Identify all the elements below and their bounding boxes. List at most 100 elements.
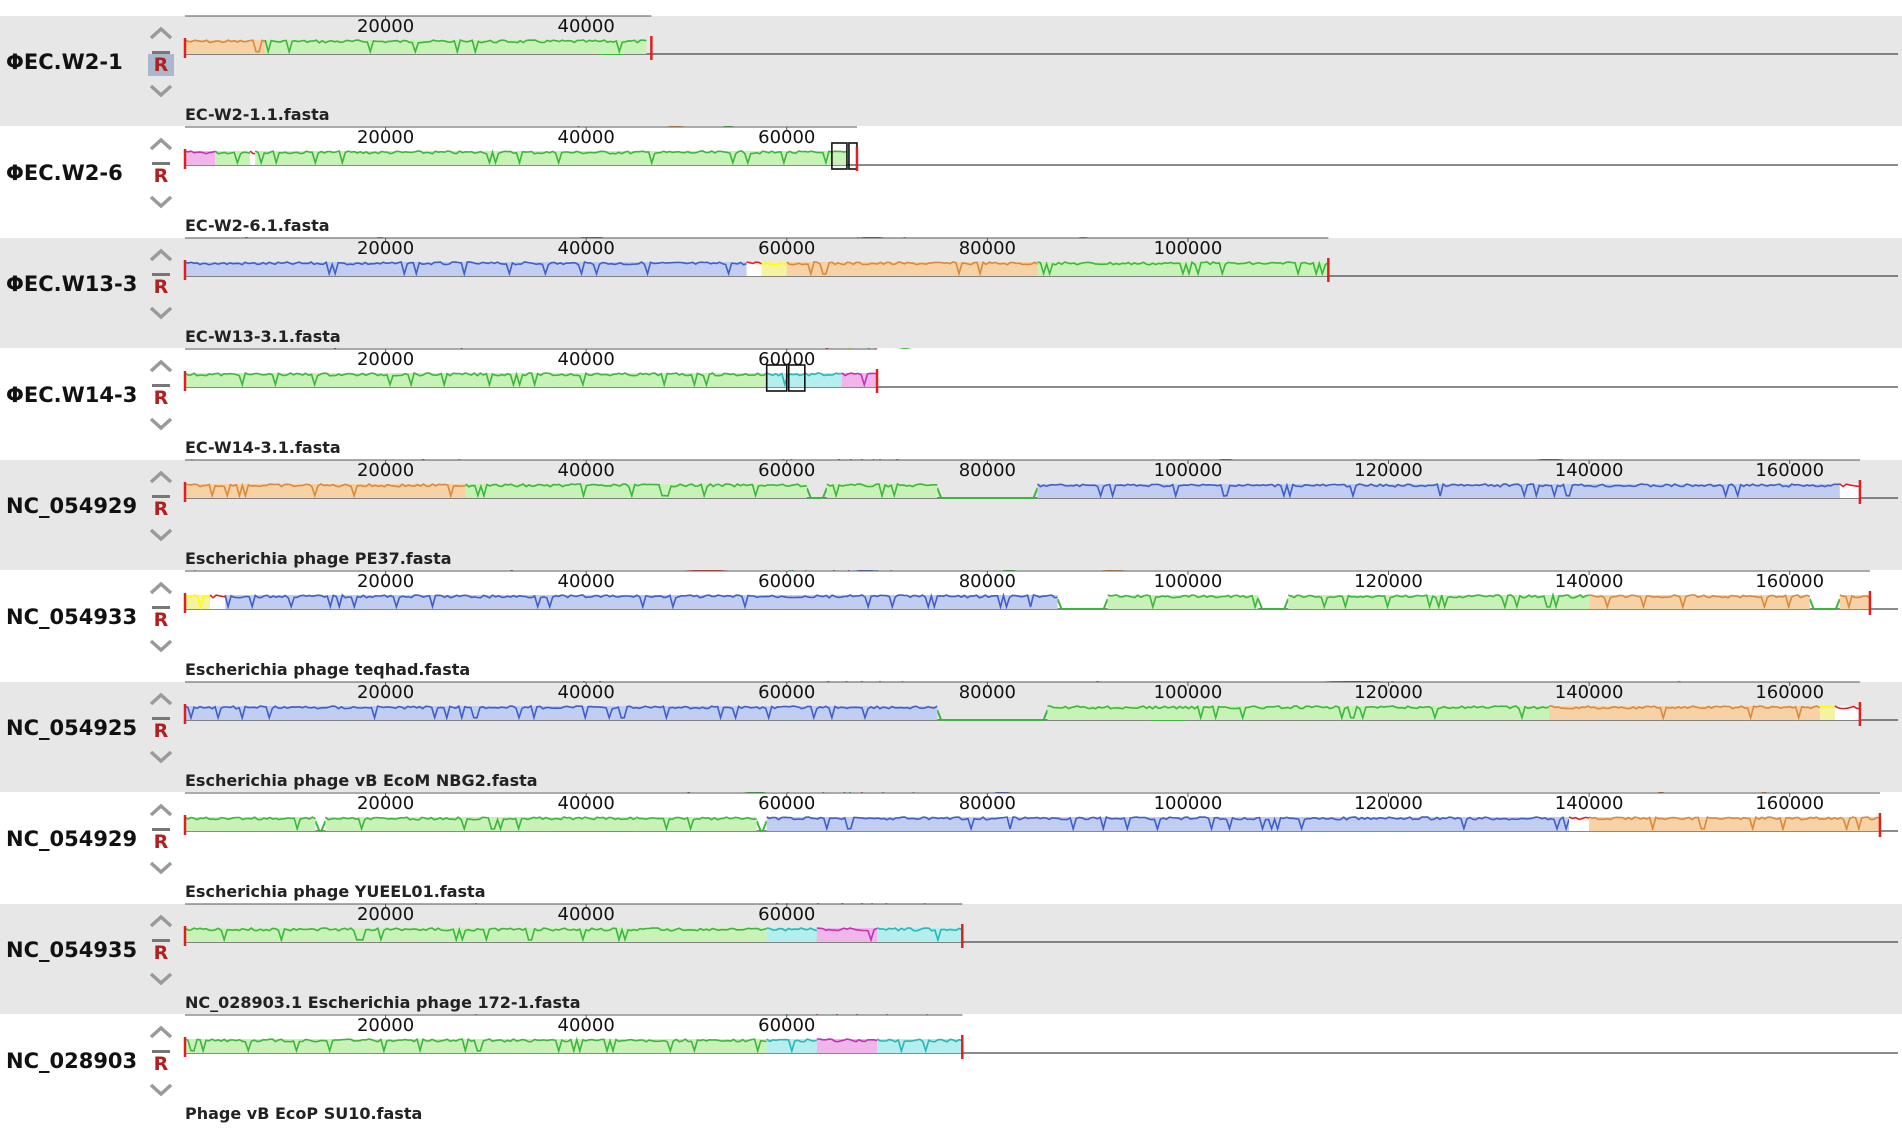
genome-controls: R <box>143 466 179 556</box>
chevron-up-icon[interactable] <box>148 581 174 595</box>
reverse-button[interactable]: R <box>148 51 174 76</box>
similarity-profile <box>1839 483 1861 488</box>
similarity-profile <box>1287 591 1590 610</box>
ruler-tick-label: 40000 <box>558 460 615 481</box>
row-panel <box>0 571 1902 681</box>
ruler-tick-label: 20000 <box>357 793 414 814</box>
lcb-block <box>1589 817 1880 831</box>
ruler-tick-label: 20000 <box>357 349 414 370</box>
chevron-down-icon[interactable] <box>148 417 174 431</box>
genome-controls: R <box>143 910 179 1000</box>
ruler-tick-label: 100000 <box>1154 793 1223 814</box>
reverse-button[interactable]: R <box>148 384 174 409</box>
similarity-profile <box>184 482 466 499</box>
chevron-up-icon[interactable] <box>148 803 174 817</box>
lcb-block <box>1839 595 1870 609</box>
similarity-profile <box>184 594 211 610</box>
reverse-button[interactable]: R <box>148 828 174 853</box>
genome-controls: R <box>143 22 179 112</box>
row-panel <box>0 349 1902 459</box>
chevron-down-icon[interactable] <box>148 972 174 986</box>
similarity-profile <box>746 261 763 265</box>
genome-label: NC_054925 <box>6 716 138 740</box>
lcb-block <box>325 817 637 831</box>
row-panel <box>0 16 1902 126</box>
genome-label: NC_028903 <box>6 1049 138 1073</box>
similarity-profile <box>184 704 938 721</box>
genome-label: NC_054929 <box>6 494 138 518</box>
similarity-profile <box>761 261 787 266</box>
reverse-button[interactable]: R <box>148 162 174 187</box>
chevron-down-icon[interactable] <box>148 639 174 653</box>
genome-controls: R <box>143 133 179 223</box>
chevron-up-icon[interactable] <box>148 914 174 928</box>
ruler-tick-label: 40000 <box>558 1015 615 1036</box>
chevron-up-icon[interactable] <box>148 359 174 373</box>
sequence-filename: EC-W2-1.1.fasta <box>185 105 330 124</box>
gap-dip <box>755 820 768 832</box>
gap-dip <box>314 820 327 832</box>
similarity-profile <box>1548 705 1821 721</box>
row-panel <box>0 682 1902 792</box>
reverse-button[interactable]: R <box>148 606 174 631</box>
lcb-block <box>761 262 787 276</box>
chevron-down-icon[interactable] <box>148 750 174 764</box>
lcb-block <box>185 151 216 165</box>
chevron-up-icon[interactable] <box>148 470 174 484</box>
chevron-up-icon[interactable] <box>148 26 174 40</box>
gap-dip <box>1257 598 1290 610</box>
ruler-tick-label: 80000 <box>959 793 1016 814</box>
ruler-tick-label: 40000 <box>558 571 615 592</box>
ruler-tick-label: 60000 <box>758 460 815 481</box>
chevron-up-icon[interactable] <box>148 248 174 262</box>
chevron-down-icon[interactable] <box>148 195 174 209</box>
chevron-down-icon[interactable] <box>148 84 174 98</box>
reverse-button[interactable]: R <box>148 939 174 964</box>
reverse-button[interactable]: R <box>148 273 174 298</box>
lcb-block <box>1047 706 1549 720</box>
similarity-profile <box>766 927 818 932</box>
similarity-profile <box>1589 594 1811 610</box>
reverse-button[interactable]: R <box>148 1050 174 1075</box>
genome-label: ΦEC.W13-3 <box>6 272 138 296</box>
ruler-tick-label: 60000 <box>758 571 815 592</box>
genome-controls: R <box>143 688 179 778</box>
ruler-tick-label: 140000 <box>1555 682 1624 703</box>
lcb-block <box>185 706 938 720</box>
reverse-button[interactable]: R <box>148 495 174 520</box>
similarity-profile <box>1834 705 1860 710</box>
chevron-down-icon[interactable] <box>148 861 174 875</box>
chevron-down-icon[interactable] <box>148 306 174 320</box>
ruler-tick-label: 140000 <box>1555 571 1624 592</box>
genome-label: NC_054935 <box>6 938 138 962</box>
row-panel <box>0 238 1902 348</box>
chevron-up-icon[interactable] <box>148 692 174 706</box>
ruler-tick-label: 60000 <box>758 904 815 925</box>
similarity-profile <box>224 592 1058 611</box>
reverse-button[interactable]: R <box>148 717 174 742</box>
similarity-profile <box>816 927 878 943</box>
ruler-tick-label: 80000 <box>959 238 1016 259</box>
similarity-profile <box>184 150 216 155</box>
chevron-down-icon[interactable] <box>148 1083 174 1097</box>
sequence-filename: Escherichia phage teqhad.fasta <box>185 660 471 679</box>
chevron-up-icon[interactable] <box>148 137 174 151</box>
lcb-block <box>1569 817 1590 831</box>
lcb-block <box>841 373 878 387</box>
similarity-profile <box>264 38 647 55</box>
ruler-tick-label: 80000 <box>959 460 1016 481</box>
ruler-tick-label: 120000 <box>1354 682 1423 703</box>
ruler-tick-label: 60000 <box>758 682 815 703</box>
similarity-profile <box>1107 594 1259 610</box>
chevron-up-icon[interactable] <box>148 1025 174 1039</box>
lcb-block <box>816 928 878 942</box>
ruler-tick-label: 20000 <box>357 16 414 37</box>
genome-controls: R <box>143 1021 179 1111</box>
chevron-down-icon[interactable] <box>148 528 174 542</box>
ruler-tick-label: 160000 <box>1755 682 1824 703</box>
